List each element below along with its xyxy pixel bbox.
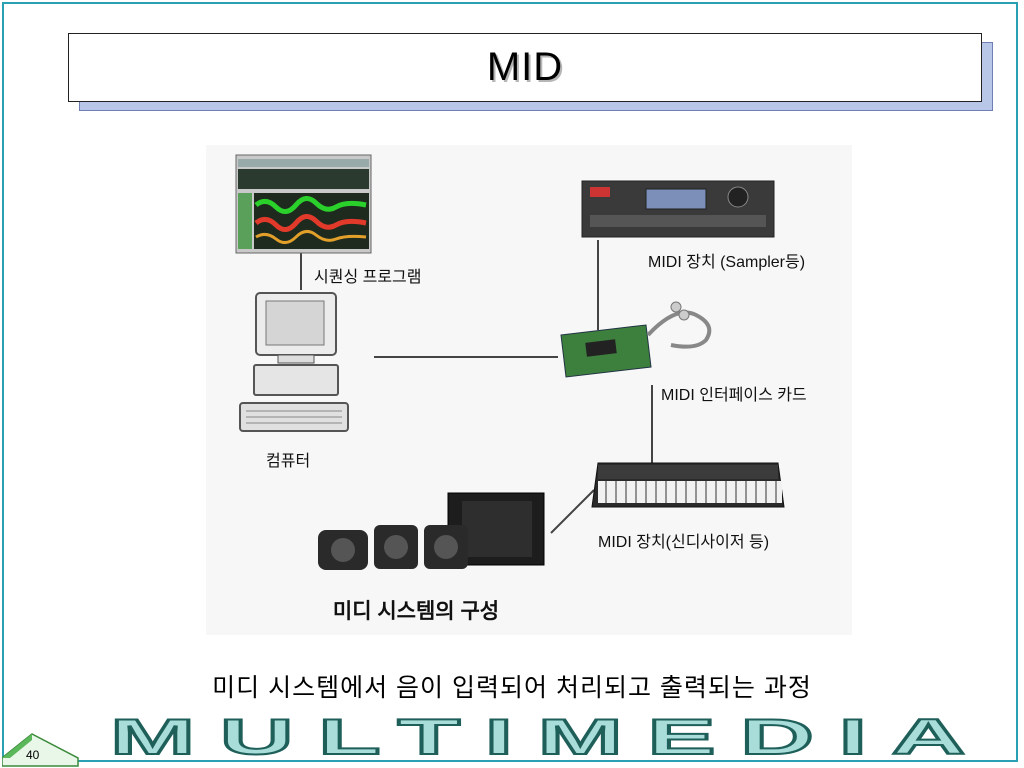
- label-sampler: MIDI 장치 (Sampler등): [648, 254, 806, 271]
- interface-card-icon: [560, 301, 712, 378]
- slide-title: MID: [486, 45, 564, 89]
- midi-system-diagram: 시퀀싱 프로그램 컴퓨터 MIDI 장치 (Sampler등) MIDI 인터페…: [206, 145, 852, 635]
- label-synth: MIDI 장치(신디사이저 등): [598, 534, 770, 551]
- diagram-illustration: [235, 154, 785, 570]
- slide-caption: 미디 시스템에서 음이 입력되어 처리되고 출력되는 과정: [212, 674, 812, 702]
- sampler-rack-icon: [581, 180, 775, 238]
- line-synth-speakers: [550, 489, 595, 534]
- footer-multimedia-wordart: MULTIMEDIA: [109, 716, 990, 758]
- speakers-icon: [318, 492, 545, 570]
- title-box: MID: [68, 33, 982, 102]
- label-computer: 컴퓨터: [266, 453, 311, 470]
- label-sequencer: 시퀀싱 프로그램: [314, 269, 422, 286]
- svg-text:MULTIMEDIA: MULTIMEDIA: [110, 716, 990, 758]
- page-number: 40: [26, 748, 40, 762]
- sequencer-screen-icon: [235, 154, 372, 254]
- page-number-badge: [2, 733, 79, 767]
- computer-icon: [239, 292, 349, 432]
- synthesizer-icon: [591, 462, 785, 508]
- diagram-title: 미디 시스템의 구성: [332, 600, 500, 623]
- label-interface: MIDI 인터페이스 카드: [661, 387, 807, 404]
